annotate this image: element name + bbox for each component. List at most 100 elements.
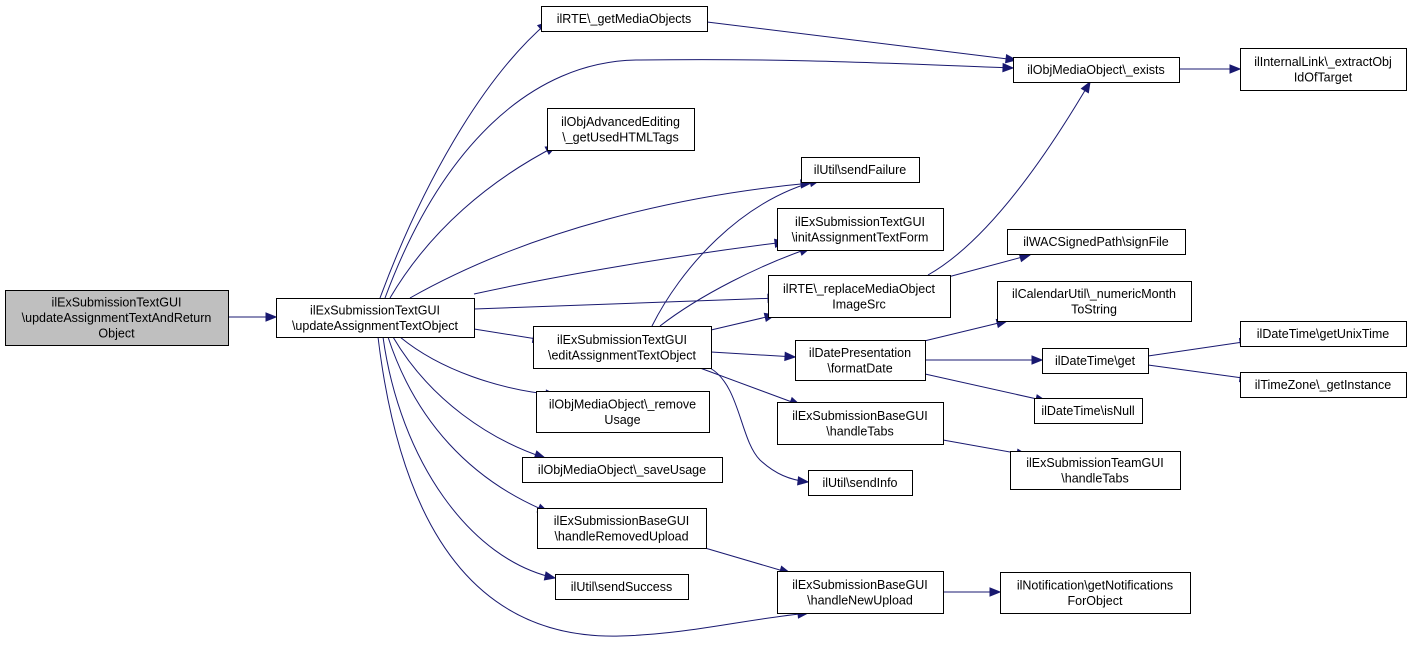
node-label-line: \formatDate bbox=[827, 361, 892, 375]
node-box bbox=[276, 298, 475, 338]
node-formatDate[interactable]: ilDatePresentation\formatDate bbox=[795, 340, 926, 381]
edge-editObj-to-sendFailure bbox=[651, 179, 821, 327]
edge-editObj-to-replaceSrc bbox=[710, 314, 776, 331]
node-label-line: ilTimeZone\_getInstance bbox=[1255, 378, 1391, 392]
node-label-line: ilDatePresentation bbox=[809, 346, 911, 360]
node-label-line: ilExSubmissionBaseGUI bbox=[554, 514, 689, 528]
node-label-line: \editAssignmentTextObject bbox=[548, 348, 697, 362]
node-label-line: \updateAssignmentTextAndReturn bbox=[22, 311, 212, 325]
edge-update-to-removedUpload bbox=[387, 336, 549, 513]
node-getMedia[interactable]: ilRTE\_getMediaObjects bbox=[541, 6, 708, 32]
edge-update-to-newUpload bbox=[377, 336, 809, 637]
node-label-line: ilObjMediaObject\_exists bbox=[1027, 63, 1165, 77]
arrowhead-update-to-sendSuccess bbox=[543, 571, 557, 581]
node-usedTags[interactable]: ilObjAdvancedEditing\_getUsedHTMLTags bbox=[547, 108, 695, 151]
node-label-line: \handleTabs bbox=[826, 424, 893, 438]
node-initForm[interactable]: ilExSubmissionTextGUI\initAssignmentText… bbox=[777, 208, 944, 251]
node-label-line: ToString bbox=[1071, 302, 1117, 316]
edge-update-to-sendFailure bbox=[409, 182, 812, 299]
node-unixTime[interactable]: ilDateTime\getUnixTime bbox=[1240, 321, 1407, 347]
edge-replaceSrc-to-exists bbox=[927, 81, 1091, 276]
node-label-line: ilExSubmissionTextGUI bbox=[557, 333, 687, 347]
edge-formatDate-to-isNull bbox=[924, 373, 1047, 402]
node-label-line: ilExSubmissionTextGUI bbox=[310, 303, 440, 317]
node-label-line: ilCalendarUtil\_numericMonth bbox=[1012, 287, 1176, 301]
edge-dtGet-to-tzInst bbox=[1147, 364, 1251, 380]
node-signFile[interactable]: ilWACSignedPath\signFile bbox=[1007, 229, 1186, 255]
node-teamTabs[interactable]: ilExSubmissionTeamGUI\handleTabs bbox=[1010, 451, 1181, 490]
node-label-line: Object bbox=[98, 327, 135, 341]
node-label-line: ilUtil\sendInfo bbox=[822, 476, 897, 490]
node-label-line: ilRTE\_replaceMediaObject bbox=[783, 282, 935, 296]
edge-editObj-to-sendInfo bbox=[709, 367, 809, 483]
node-box bbox=[1240, 321, 1407, 347]
node-label-line: ilObjAdvancedEditing bbox=[561, 115, 680, 129]
node-label-line: ilDateTime\get bbox=[1055, 354, 1136, 368]
node-label-line: \initAssignmentTextForm bbox=[792, 230, 929, 244]
node-box bbox=[522, 457, 723, 483]
node-label-line: \updateAssignmentTextObject bbox=[292, 319, 459, 333]
node-label-line: ilUtil\sendFailure bbox=[814, 163, 906, 177]
edge-update-to-sendSuccess bbox=[382, 336, 556, 579]
edge-update-to-editObj bbox=[473, 328, 544, 341]
node-box bbox=[541, 6, 708, 32]
edge-update-to-saveUsage bbox=[392, 336, 546, 459]
node-label-line: ilRTE\_getMediaObjects bbox=[557, 12, 692, 26]
node-dtGet[interactable]: ilDateTime\get bbox=[1042, 348, 1149, 374]
edge-editObj-to-initForm bbox=[659, 247, 811, 327]
node-sendSuccess[interactable]: ilUtil\sendSuccess bbox=[555, 574, 689, 600]
node-label-line: \handleTabs bbox=[1061, 471, 1128, 485]
edge-dtGet-to-unixTime bbox=[1147, 340, 1251, 357]
edge-formatDate-to-numMonth bbox=[919, 320, 1008, 343]
node-label-line: ForObject bbox=[1068, 594, 1123, 608]
node-label-line: ilExSubmissionBaseGUI bbox=[792, 409, 927, 423]
node-box bbox=[5, 290, 229, 346]
node-label-line: ilNotification\getNotifications bbox=[1017, 578, 1173, 592]
node-update[interactable]: ilExSubmissionTextGUI \updateAssignmentTe… bbox=[276, 298, 475, 338]
node-saveUsage[interactable]: ilObjMediaObject\_saveUsage bbox=[522, 457, 723, 483]
node-box bbox=[533, 326, 712, 369]
node-label-line: ilExSubmissionTextGUI bbox=[795, 215, 925, 229]
node-tzInst[interactable]: ilTimeZone\_getInstance bbox=[1240, 372, 1407, 398]
node-handleTabs[interactable]: ilExSubmissionBaseGUI\handleTabs bbox=[777, 402, 944, 445]
node-box bbox=[777, 208, 944, 251]
node-label-line: ilInternalLink\_extractObj bbox=[1254, 55, 1392, 69]
node-box bbox=[1240, 372, 1407, 398]
node-sendInfo[interactable]: ilUtil\sendInfo bbox=[808, 470, 913, 496]
node-label-line: ilWACSignedPath\signFile bbox=[1023, 235, 1168, 249]
node-removedUpload[interactable]: ilExSubmissionBaseGUI\handleRemovedUploa… bbox=[537, 508, 707, 549]
node-sendFailure[interactable]: ilUtil\sendFailure bbox=[801, 157, 920, 183]
edge-update-to-usedTags bbox=[389, 145, 557, 299]
node-box bbox=[1000, 572, 1191, 614]
node-isNull[interactable]: ilDateTime\isNull bbox=[1034, 398, 1143, 424]
arrowhead-getMedia-to-exists bbox=[1005, 54, 1018, 64]
node-label-line: ilObjMediaObject\_saveUsage bbox=[538, 463, 706, 477]
node-label-line: ilExSubmissionTeamGUI bbox=[1026, 456, 1164, 470]
node-box bbox=[1042, 348, 1149, 374]
node-newUpload[interactable]: ilExSubmissionBaseGUI\handleNewUpload bbox=[777, 571, 944, 614]
node-box bbox=[1007, 229, 1186, 255]
edge-removedUpload-to-newUpload bbox=[704, 547, 791, 574]
arrowhead-root-to-update bbox=[265, 312, 278, 322]
node-editObj[interactable]: ilExSubmissionTextGUI\editAssignmentText… bbox=[533, 326, 712, 369]
node-box bbox=[1013, 57, 1180, 83]
node-label-line: IdOfTarget bbox=[1294, 70, 1353, 84]
arrowhead-update-to-exists bbox=[1002, 62, 1015, 73]
node-box bbox=[777, 402, 944, 445]
node-label-line: ilObjMediaObject\_remove bbox=[549, 397, 696, 411]
node-box bbox=[777, 571, 944, 614]
node-box bbox=[768, 275, 951, 318]
node-label-line: ImageSrc bbox=[832, 297, 886, 311]
edge-getMedia-to-exists bbox=[706, 21, 1017, 61]
node-root[interactable]: ilExSubmissionTextGUI\updateAssignmentTe… bbox=[5, 290, 229, 346]
node-box bbox=[1240, 48, 1407, 91]
node-box bbox=[801, 157, 920, 183]
arrowhead-editObj-to-sendInfo bbox=[797, 476, 810, 486]
node-label-line: Usage bbox=[604, 413, 640, 427]
node-exists[interactable]: ilObjMediaObject\_exists bbox=[1013, 57, 1180, 83]
